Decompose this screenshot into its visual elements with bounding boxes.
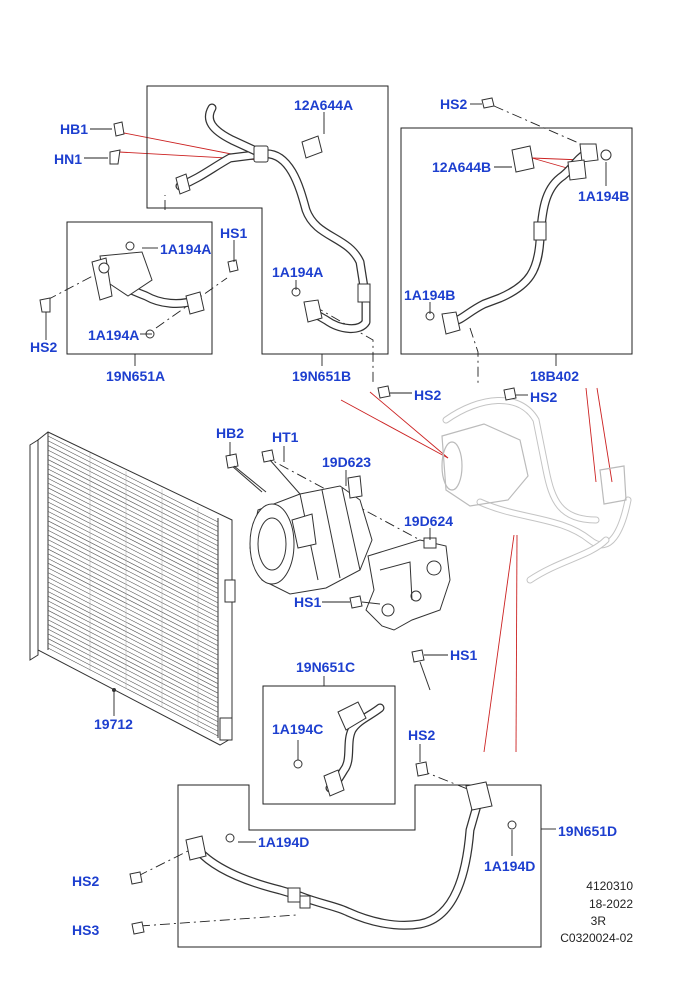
- label-hs1-mid: HS1: [294, 594, 321, 610]
- label-12a644a: 12A644A: [294, 97, 353, 113]
- label-12a644b: 12A644B: [432, 159, 491, 175]
- diagram-metadata: 4120310 18-2022 3R C0320024-02: [560, 879, 633, 945]
- label-19n651a: 19N651A: [106, 368, 165, 384]
- label-hs2-mid-right: HS2: [530, 389, 557, 405]
- compressor-bracket: [365, 537, 451, 631]
- pipe-19n651d: [185, 781, 493, 930]
- label-hn1: HN1: [54, 151, 82, 167]
- label-18b402: 18B402: [530, 368, 579, 384]
- label-hs2-top-right: HS2: [440, 96, 467, 112]
- label-19n651c: 19N651C: [296, 659, 355, 675]
- label-19n651b: 19N651B: [292, 368, 351, 384]
- meta-revision: 3R: [591, 914, 607, 928]
- pipe-19n651c: [323, 701, 385, 797]
- meta-code: C0320024-02: [560, 931, 633, 945]
- label-leaders: [45, 103, 607, 856]
- label-1a194a-upper: 1A194A: [160, 241, 211, 257]
- label-1a194b-lower: 1A194B: [404, 287, 455, 303]
- pipe-18b402: [425, 143, 612, 335]
- ghost-assembly: [441, 397, 632, 584]
- pipe-19n651b: [175, 103, 371, 333]
- label-19d624: 19D624: [404, 513, 453, 529]
- label-hs2-bottom: HS2: [72, 873, 99, 889]
- labels: HB1 HN1 12A644A HS2 12A644B 1A194B HS1 1…: [30, 96, 629, 938]
- group-box-18b402: [400, 127, 633, 366]
- label-hs2-mid: HS2: [414, 387, 441, 403]
- label-1a194d-right: 1A194D: [484, 858, 535, 874]
- label-1a194d-left: 1A194D: [258, 834, 309, 850]
- label-ht1: HT1: [272, 429, 299, 445]
- label-19n651d: 19N651D: [558, 823, 617, 839]
- label-hs2-left: HS2: [30, 339, 57, 355]
- label-19712: 19712: [94, 716, 133, 732]
- group-box-19n651c: [262, 676, 396, 805]
- condenser: [29, 431, 236, 746]
- label-hs3: HS3: [72, 922, 99, 938]
- label-1a194a-mid: 1A194A: [272, 264, 323, 280]
- label-hs1-lower: HS1: [450, 647, 477, 663]
- meta-date: 18-2022: [589, 897, 633, 911]
- condenser-fins: [47, 435, 219, 737]
- label-hs2-lower: HS2: [408, 727, 435, 743]
- compressor: [231, 465, 373, 595]
- label-1a194c: 1A194C: [272, 721, 323, 737]
- label-hb1: HB1: [60, 121, 88, 137]
- pipe-19n651a: [91, 251, 205, 315]
- label-1a194b-upper: 1A194B: [578, 188, 629, 204]
- label-hs1-left: HS1: [220, 225, 247, 241]
- group-box-19n651d: [177, 784, 556, 948]
- group-box-19n651b: [146, 85, 389, 366]
- group-box-19n651a: [66, 221, 213, 366]
- red-leader-lines: [118, 132, 613, 753]
- label-19d623: 19D623: [322, 454, 371, 470]
- label-1a194a-lower: 1A194A: [88, 327, 139, 343]
- label-hb2: HB2: [216, 425, 244, 441]
- meta-number: 4120310: [586, 879, 633, 893]
